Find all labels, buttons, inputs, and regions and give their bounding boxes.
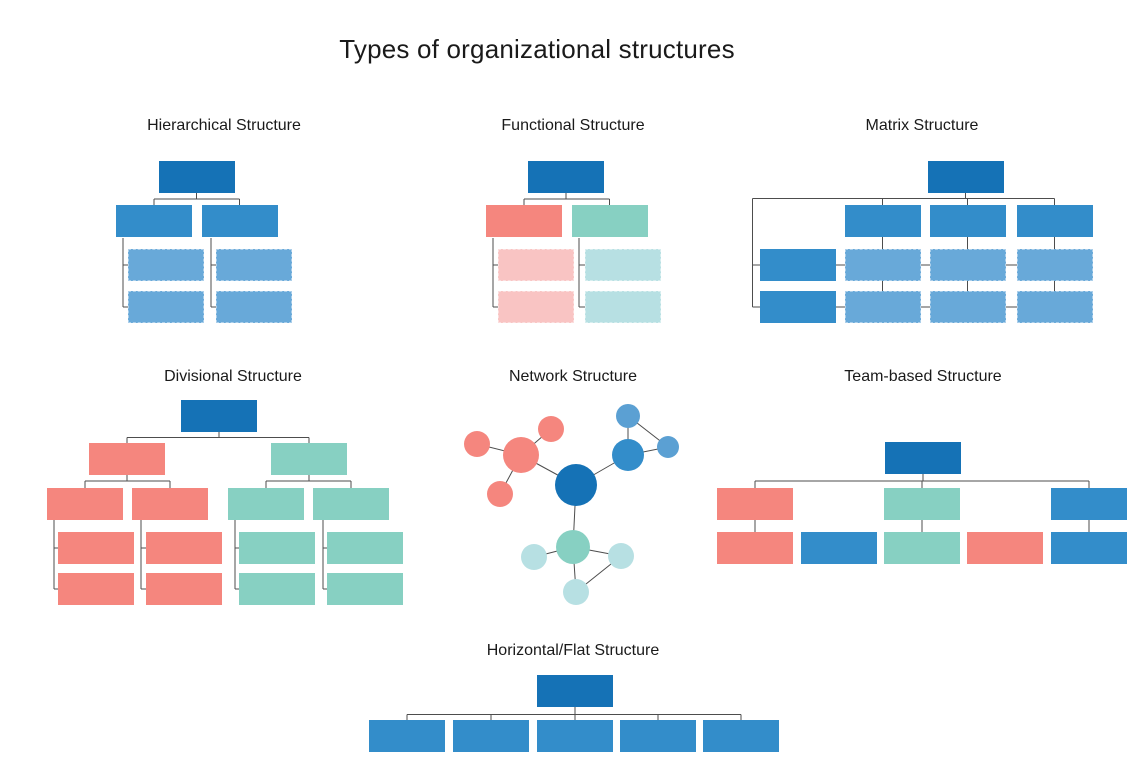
network-teal-leaf-node — [563, 579, 589, 605]
divisional-division-box — [89, 443, 165, 475]
divisional-subunit-box — [58, 573, 134, 605]
matrix-cell-box — [1017, 249, 1093, 281]
network-blue-hub-node — [612, 439, 644, 471]
functional-team-box — [498, 291, 574, 323]
divisional-subunit-box — [239, 532, 315, 564]
team-member-box — [717, 532, 793, 564]
matrix-cell-box — [1017, 291, 1093, 323]
team-based-structure-label: Team-based Structure — [844, 368, 1002, 385]
divisional-subunit-box — [239, 573, 315, 605]
hierarchical-level2-box — [116, 205, 192, 237]
network-center-node — [555, 464, 597, 506]
network-salmon-leaf-node — [538, 416, 564, 442]
functional-team-box — [585, 291, 661, 323]
functional-department-box — [486, 205, 562, 237]
divisional-subunit-box — [146, 532, 222, 564]
divisional-root-box — [181, 400, 257, 432]
divisional-subunit-box — [327, 532, 403, 564]
matrix-cell-box — [845, 291, 921, 323]
network-teal-leaf-node — [608, 543, 634, 569]
matrix-row-head-box — [760, 249, 836, 281]
matrix-column-head-box — [930, 205, 1006, 237]
hierarchical-level3-box — [216, 291, 292, 323]
functional-structure-label: Functional Structure — [501, 117, 645, 134]
matrix-structure-label: Matrix Structure — [865, 117, 979, 134]
team-lead-box — [717, 488, 793, 520]
horizontal-flat-structure-label: Horizontal/Flat Structure — [486, 642, 660, 659]
network-edges — [476, 415, 669, 593]
matrix-connectors — [752, 193, 1055, 308]
divisional-subunit-box — [146, 573, 222, 605]
divisional-structure-label: Divisional Structure — [164, 368, 302, 385]
network-blue-leaf-node — [616, 404, 640, 428]
divisional-division-box — [271, 443, 347, 475]
divisional-unit-box — [132, 488, 208, 520]
divisional-unit-box — [313, 488, 389, 520]
matrix-cell-box — [930, 291, 1006, 323]
team-member-box — [1051, 532, 1127, 564]
flat-worker-box — [369, 720, 445, 752]
hierarchical-connectors — [122, 193, 240, 308]
network-salmon-leaf-node — [464, 431, 490, 457]
flat-worker-box — [703, 720, 779, 752]
divisional-unit-box — [47, 488, 123, 520]
network-teal-leaf-node — [521, 544, 547, 570]
team-member-box — [801, 532, 877, 564]
matrix-cell-box — [930, 249, 1006, 281]
matrix-cell-box — [845, 249, 921, 281]
hierarchical-root-box — [159, 161, 235, 193]
page-title: Types of organizational structures — [339, 34, 735, 64]
flat-worker-box — [620, 720, 696, 752]
matrix-root-box — [928, 161, 1004, 193]
matrix-column-head-box — [845, 205, 921, 237]
network-salmon-hub-node — [503, 437, 539, 473]
network-teal-hub-node — [556, 530, 590, 564]
team-based-connectors — [754, 474, 1090, 532]
divisional-connectors — [53, 432, 352, 590]
team-member-box — [967, 532, 1043, 564]
functional-connectors — [492, 193, 610, 308]
divisional-unit-box — [228, 488, 304, 520]
flat-worker-box — [537, 720, 613, 752]
hierarchical-level3-box — [128, 291, 204, 323]
team-lead-box — [1051, 488, 1127, 520]
network-structure-label: Network Structure — [508, 368, 638, 385]
team-member-box — [884, 532, 960, 564]
matrix-column-head-box — [1017, 205, 1093, 237]
hierarchical-level3-box — [128, 249, 204, 281]
functional-team-box — [498, 249, 574, 281]
hierarchical-level3-box — [216, 249, 292, 281]
network-blue-leaf-node — [657, 436, 679, 458]
divisional-subunit-box — [58, 532, 134, 564]
network-salmon-leaf-node — [487, 481, 513, 507]
hierarchical-structure-label: Hierarchical Structure — [147, 117, 301, 134]
hierarchical-level2-box — [202, 205, 278, 237]
team-based-root-box — [885, 442, 961, 474]
flat-worker-box — [453, 720, 529, 752]
matrix-row-head-box — [760, 291, 836, 323]
divisional-subunit-box — [327, 573, 403, 605]
network-nodes — [464, 404, 679, 605]
team-lead-box — [884, 488, 960, 520]
functional-root-box — [528, 161, 604, 193]
horizontal-flat-connectors — [406, 707, 742, 720]
flat-root-box — [537, 675, 613, 707]
functional-team-box — [585, 249, 661, 281]
functional-department-box — [572, 205, 648, 237]
